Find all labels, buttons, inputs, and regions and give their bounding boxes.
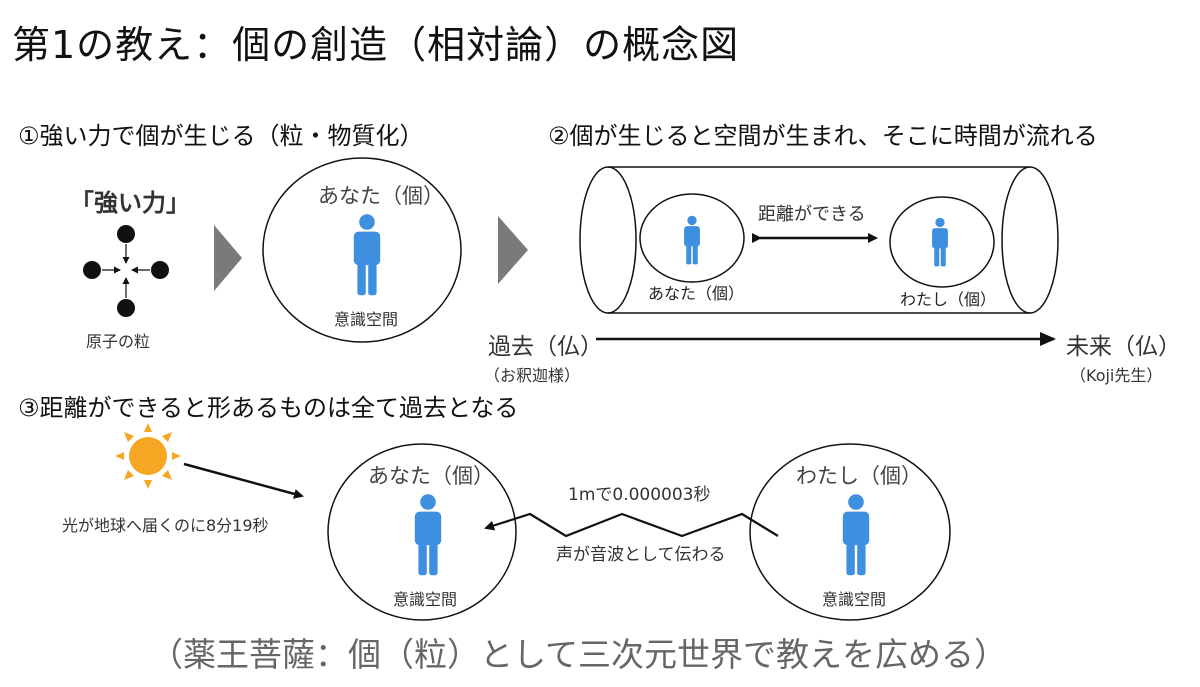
footer-note: （薬王菩薩：個（粒）として三次元世界で教えを広める） <box>150 635 1008 674</box>
me-label-step2: わたし（個） <box>900 290 997 309</box>
arrow-chevron-icon <box>214 225 242 291</box>
strong-force-label: 「強い力」 <box>70 189 190 217</box>
person-icon <box>684 215 700 265</box>
person-icon <box>414 494 442 576</box>
person-icon <box>353 214 381 296</box>
distance-label: 距離ができる <box>758 204 866 225</box>
me-label-step3: わたし（個） <box>796 464 922 488</box>
sound-wave-label: 声が音波として伝わる <box>556 545 726 565</box>
you-label-step2: あなた（個） <box>648 284 745 303</box>
consciousness-label-you: 意識空間 <box>393 590 458 609</box>
step1-heading: ①強い力で個が生じる（粒・物質化） <box>18 122 424 150</box>
particle-dot-icon <box>117 299 135 317</box>
consciousness-label-step1: 意識空間 <box>334 310 399 329</box>
light-caption: 光が地球へ届くのに8分19秒 <box>62 516 269 535</box>
future-label: 未来（仏） <box>1066 334 1181 360</box>
you-label-step3: あなた（個） <box>368 464 494 488</box>
atom-caption: 原子の粒 <box>86 332 151 351</box>
you-circle-large <box>327 443 517 621</box>
past-sublabel: （お釈迦様） <box>484 366 581 385</box>
individual-circle <box>262 157 462 343</box>
sound-wave-arrow <box>484 512 779 538</box>
page-title: 第1の教え：個の創造（相対論）の概念図 <box>12 23 740 67</box>
me-circle-large <box>749 443 951 621</box>
step3-heading: ③距離ができると形あるものは全て過去となる <box>18 394 519 422</box>
future-sublabel: （Koji先生） <box>1070 366 1163 385</box>
sun-icon <box>115 423 181 489</box>
step2-heading: ②個が生じると空間が生まれ、そこに時間が流れる <box>548 122 1098 150</box>
particle-dot-icon <box>151 261 169 279</box>
person-icon <box>932 217 948 267</box>
you-label-step1: あなた（個） <box>318 184 444 208</box>
you-circle-small <box>639 193 745 283</box>
particle-group <box>83 225 169 317</box>
consciousness-label-me: 意識空間 <box>822 590 887 609</box>
sound-speed-label: 1mで0.000003秒 <box>568 485 711 505</box>
space-time-cylinder <box>579 166 1059 314</box>
arrow-chevron-icon <box>498 216 528 284</box>
person-icon <box>842 494 870 576</box>
light-arrow <box>183 462 304 499</box>
past-label: 過去（仏） <box>488 334 603 360</box>
me-circle-small <box>889 196 995 288</box>
particle-dot-icon <box>117 225 135 243</box>
particle-dot-icon <box>83 261 101 279</box>
